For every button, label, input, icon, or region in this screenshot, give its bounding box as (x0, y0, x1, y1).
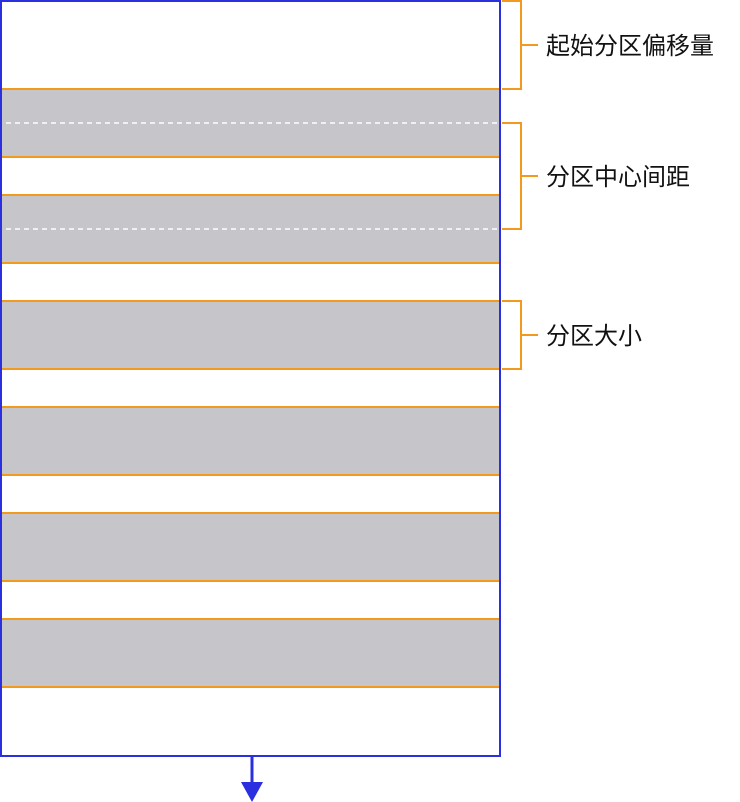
section-size-bracket (502, 300, 538, 370)
section-4 (2, 406, 499, 476)
section-5 (2, 512, 499, 582)
start-offset-label: 起始分区偏移量 (546, 32, 714, 60)
scroll-down-arrow-icon (241, 756, 263, 802)
start-offset-bracket (502, 0, 538, 90)
center-spacing-label: 分区中心间距 (546, 163, 690, 191)
section-2 (2, 194, 499, 264)
sections-group (2, 88, 499, 688)
section-6 (2, 618, 499, 688)
section-3 (2, 300, 499, 370)
section-1 (2, 88, 499, 158)
section-size-label: 分区大小 (546, 322, 642, 350)
center-spacing-bracket (502, 122, 538, 230)
